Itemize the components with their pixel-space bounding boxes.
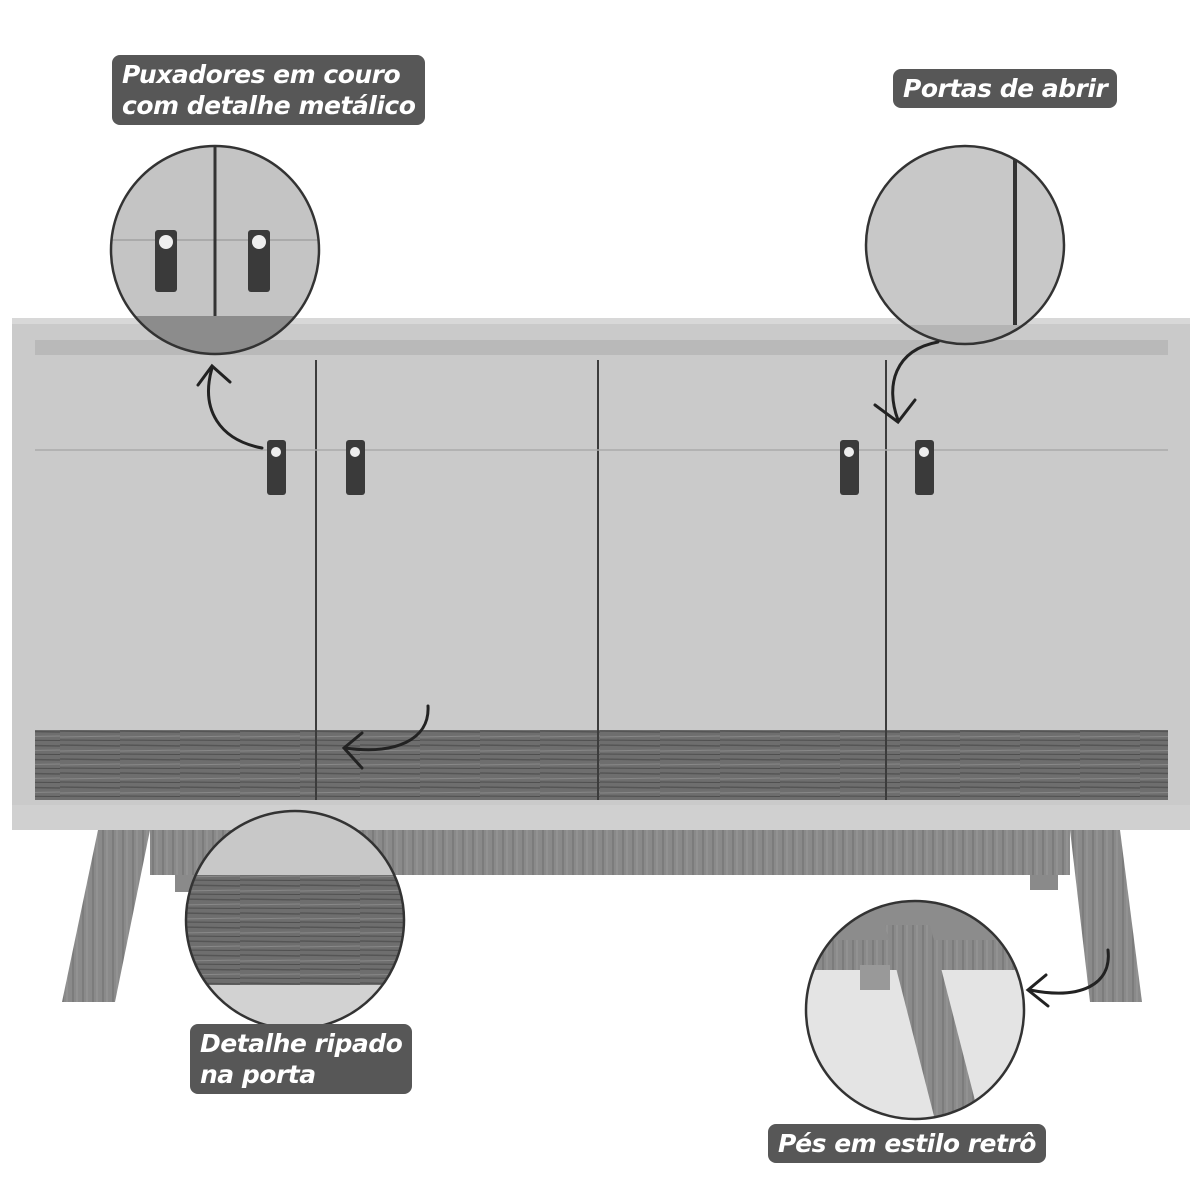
label-doors: Portas de abrir [893, 69, 1118, 108]
label-handles-line1: Puxadores em couro [122, 60, 401, 89]
label-handles: Puxadores em couro com detalhe metálico [112, 55, 426, 125]
label-feet: Pés em estilo retrô [768, 1124, 1046, 1163]
label-doors-line1: Portas de abrir [903, 74, 1108, 103]
detail-circle-handles [109, 144, 321, 356]
label-slats: Detalhe ripado na porta [190, 1024, 413, 1094]
leather-handles [267, 440, 934, 495]
detail-circle-slats [184, 809, 406, 1031]
label-slats-line2: na porta [200, 1060, 316, 1089]
arrows [196, 340, 1110, 1008]
arrow-feet [1028, 948, 1110, 995]
detail-circle-feet [804, 899, 1026, 1121]
label-feet-line1: Pés em estilo retrô [778, 1129, 1036, 1158]
arrow-doors [891, 340, 940, 422]
arrow-slats [343, 704, 430, 752]
label-handles-line2: com detalhe metálico [122, 91, 416, 120]
arrow-handles [207, 366, 264, 450]
detail-circle-doors [864, 144, 1066, 346]
label-slats-line1: Detalhe ripado [200, 1029, 403, 1058]
cabinet-body [12, 318, 1190, 830]
